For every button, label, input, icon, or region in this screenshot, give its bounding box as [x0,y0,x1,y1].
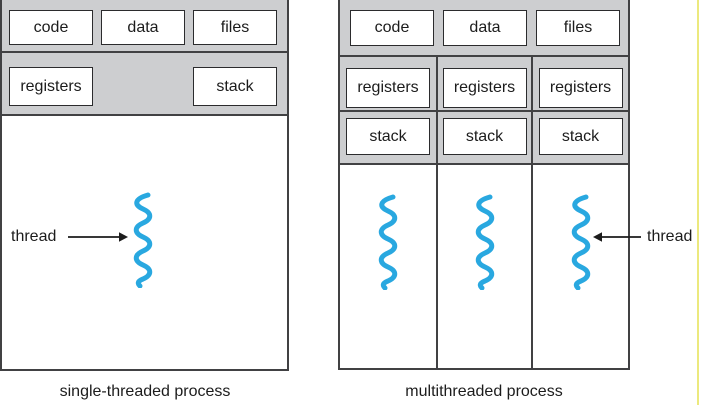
thread-squiggle [571,194,590,290]
thread-label-right: thread [647,228,693,245]
registers-box-label: registers [357,79,419,96]
code-box-label: code [33,18,69,36]
thread-squiggle [133,192,153,288]
thread-zone [438,165,531,368]
registers-box: registers [538,68,623,108]
thread-column-1: registers stack [340,57,438,368]
multithreaded-process-diagram: code data files registers stack [338,0,630,370]
registers-box-label: registers [549,79,612,96]
code-box: code [9,10,93,45]
registers-band: registers [340,57,436,112]
thread-column-2: registers stack [438,57,533,368]
registers-box: registers [442,68,527,108]
data-box-label: data [127,18,159,36]
arrow-left-icon [593,232,641,242]
files-box-label: files [563,19,593,36]
thread-squiggle [378,194,398,290]
thread-columns: registers stack regist [340,57,628,368]
stack-box-label: stack [369,127,407,145]
stack-box: stack [442,118,527,155]
code-box: code [350,10,434,46]
registers-band: registers [533,57,628,112]
code-box-label: code [374,19,410,36]
stack-box: stack [538,118,623,155]
single-threaded-process-diagram: code data files registers stack [0,0,289,371]
registers-box-label: registers [20,77,82,95]
files-box: files [193,10,277,45]
data-box: data [443,10,527,46]
thread-zone [533,165,628,368]
page-edge-accent-line [697,0,699,405]
thread-label-left: thread [11,228,57,245]
stack-box: stack [193,67,277,106]
stack-box: stack [346,118,430,155]
registers-box: registers [346,68,430,108]
stack-band: stack [340,112,436,165]
data-box: data [101,10,185,45]
stack-box-label: stack [465,127,504,145]
thread-column-3: registers stack [533,57,628,368]
registers-box-label: registers [453,79,516,96]
data-box-label: data [469,19,501,36]
stack-box-label: stack [561,127,600,145]
arrow-right-icon [68,232,128,242]
stack-band: stack [438,112,531,165]
memory-band: code data files [340,0,628,57]
registers-box: registers [9,67,93,106]
thread-zone [340,165,436,368]
memory-band: code data files [2,0,287,53]
files-box: files [536,10,620,46]
stack-band: stack [533,112,628,165]
files-box-label: files [220,18,250,36]
context-band: registers stack [2,53,287,116]
caption-single-threaded: single-threaded process [59,383,231,400]
thread-squiggle [475,194,494,290]
registers-band: registers [438,57,531,112]
stack-box-label: stack [216,77,254,95]
caption-multithreaded: multithreaded process [405,383,563,400]
